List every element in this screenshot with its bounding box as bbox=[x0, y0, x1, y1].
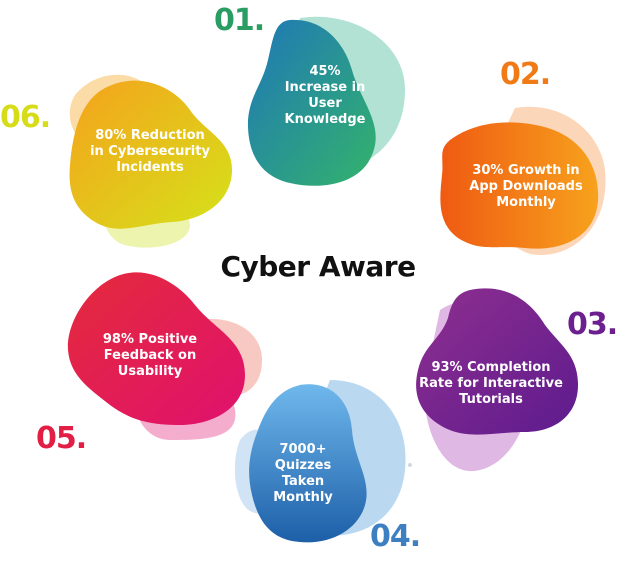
diagram-title: Cyber Aware bbox=[220, 250, 416, 283]
item-06-label: 80% Reduction in Cybersecurity Incidents bbox=[82, 128, 218, 176]
item-03-line: 93% Completion bbox=[431, 360, 551, 375]
item-01-line: User bbox=[308, 96, 342, 111]
blob-02 bbox=[440, 122, 599, 249]
item-03-line: Tutorials bbox=[459, 392, 523, 407]
item-01-label: 45% Increase in User Knowledge bbox=[270, 64, 380, 128]
item-03-line: Rate for Interactive bbox=[419, 376, 563, 391]
item-05-number: 05. bbox=[36, 421, 87, 456]
item-05-line: 98% Positive bbox=[102, 332, 198, 347]
item-04-label: 7000+ Quizzes Taken Monthly bbox=[250, 442, 356, 506]
blob-05 bbox=[67, 272, 245, 425]
item-06-line: Incidents bbox=[116, 160, 184, 175]
item-01-line: Knowledge bbox=[284, 112, 366, 127]
item-01-number: 01. bbox=[214, 3, 265, 38]
item-05-label: 98% Positive Feedback on Usability bbox=[90, 332, 210, 380]
item-04-number: 04. bbox=[370, 519, 421, 554]
item-02-line: App Downloads bbox=[469, 179, 583, 194]
item-02-line: 30% Growth in bbox=[472, 163, 580, 178]
item-03-label: 93% Completion Rate for Interactive Tuto… bbox=[416, 360, 566, 408]
item-04-line: Quizzes bbox=[274, 458, 332, 473]
item-01-line: 45% bbox=[309, 64, 341, 79]
item-02-number: 02. bbox=[500, 57, 551, 92]
connector-dot bbox=[408, 463, 412, 467]
item-05-line: Feedback on bbox=[103, 348, 197, 363]
item-05-line: Usability bbox=[117, 364, 183, 379]
item-03-number: 03. bbox=[567, 307, 618, 342]
item-02-line: Monthly bbox=[496, 195, 556, 210]
item-06-line: 80% Reduction bbox=[95, 128, 205, 143]
item-06-line: in Cybersecurity bbox=[90, 144, 210, 159]
item-04-line: 7000+ bbox=[279, 442, 327, 457]
blob-01 bbox=[247, 19, 376, 186]
item-01-line: Increase in bbox=[284, 80, 366, 95]
blob-03 bbox=[416, 288, 578, 435]
item-06-number: 06. bbox=[0, 100, 51, 135]
item-04-line: Taken bbox=[281, 474, 325, 489]
item-02-label: 30% Growth in App Downloads Monthly bbox=[466, 163, 586, 211]
blob-06 bbox=[69, 80, 232, 229]
blob-04 bbox=[249, 384, 367, 543]
item-04-line: Monthly bbox=[273, 490, 333, 505]
